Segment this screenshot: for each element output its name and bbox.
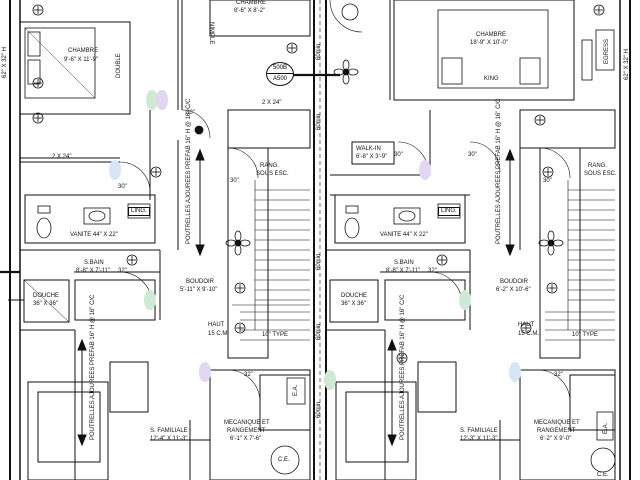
left-joist-label-2: POUTRELLES AJOUREES PREFAB 16" H @ 16" C… [90, 294, 96, 440]
left-bedroom-dimension: 9'-6" X 11'-9" [64, 57, 99, 63]
door-swings [119, 0, 571, 403]
left-unit-walls [19, 0, 311, 480]
left-shower-dimension: 36" X 36" [33, 301, 58, 307]
party-wall [313, 0, 327, 480]
left-bed-label: DOUBLE [116, 53, 122, 78]
left-angle-30-a: 30" [186, 110, 195, 116]
left-angle-30-c: 30" [230, 178, 239, 184]
plant-symbols [225, 59, 564, 256]
section-marker-top: 500B [267, 63, 293, 74]
right-ea-label: E.A. [603, 422, 609, 434]
right-family-dimension: 12'-3" X 11'-3" [460, 436, 498, 442]
right-bedroom-label: CHAMBRE [476, 32, 507, 38]
joist-arrows [77, 148, 515, 447]
right-family-label: S. FAMILIALE [460, 428, 498, 434]
left-family-dimension: 12'-4" X 11'-3" [150, 436, 188, 442]
fixtures [24, 3, 616, 475]
right-ce-label: C.E. [597, 472, 609, 478]
right-mech-label: MECANIQUE ET [534, 420, 580, 426]
right-bed-label: KING [484, 76, 499, 82]
party-wall-rating-5: 60min [316, 401, 322, 418]
left-vanity-label: VANITE 44" X 22" [70, 232, 118, 238]
right-unit-walls [326, 0, 616, 480]
left-bath-label: S.BAIN [84, 260, 104, 266]
left-wall-dimension-1: 2 X 24" [52, 154, 72, 160]
right-vanity-label: VANITE 44" X 22" [380, 232, 428, 238]
right-angle-32-a: 32" [428, 268, 437, 274]
party-wall-rating-1: 60min [316, 43, 322, 60]
left-boudoir-label: BOUDOIR [186, 279, 215, 285]
section-marker-bottom: A500 [272, 76, 287, 82]
left-wall-dimension-2: 2 X 24" [262, 100, 282, 106]
left-ea-label: E.A. [293, 384, 299, 396]
right-angle-30-c: 30" [543, 178, 552, 184]
right-angle-30-a: 30" [394, 152, 403, 158]
left-haut-dimension: 15 C.M. [208, 331, 230, 337]
right-side-dimension: 62" X 32" H [624, 49, 630, 80]
right-walkin-label: WALK-IN [356, 146, 381, 153]
left-top-room-label: CHAMBRE [236, 0, 267, 6]
watermark [109, 90, 521, 390]
left-mech-label-2: RANGEMENT [227, 428, 266, 434]
right-linen-label: LING. [438, 207, 460, 216]
left-angle-32-b: 32" [244, 372, 253, 378]
right-bath-label: S.BAIN [394, 260, 414, 266]
right-egress-label: EGRESS [604, 38, 610, 64]
left-mech-label: MECANIQUE ET [224, 420, 270, 426]
section-line [0, 73, 340, 301]
right-bedroom-dimension: 18'-9" X 10'-0" [470, 40, 508, 46]
right-boudoir-dimension: 6'-2" X 10'-6" [496, 287, 531, 293]
right-shower-label: DOUCHE [341, 293, 368, 299]
right-angle-32-b: 32" [554, 372, 563, 378]
left-angle-30-b: 30" [118, 184, 127, 190]
left-mech-dimension: 6'-1" X 7'-6" [230, 436, 262, 442]
left-haut-label: HAUT [208, 322, 225, 328]
ceiling-fixtures [32, 4, 605, 364]
right-bath-dimension: 8'-8" X 7'-11" [386, 268, 421, 274]
left-shower-label: DOUCHE [33, 293, 60, 299]
left-storage-label: RANG. [260, 163, 280, 169]
left-family-label: S. FAMILIALE [150, 428, 188, 434]
left-side-partial: NIMPLE [208, 22, 214, 45]
left-storage-sub: SOUS ESC. [256, 171, 289, 177]
left-side-dimension: 62" X 32" H [2, 47, 8, 78]
right-joist-label-2: POUTRELLES AJOUREES PREFAB 16" H @ 16" C… [400, 294, 406, 440]
left-angle-32-a: 32" [118, 268, 127, 274]
right-haut-dimension: 15 C.M. [518, 331, 540, 337]
right-storage-sub: SOUS ESC. [584, 171, 617, 177]
right-angle-30-b: 30" [468, 152, 477, 158]
left-top-room-dimension: 8'-6" X 8'-2" [234, 8, 266, 14]
right-walkin-dimension: 6'-8" X 3'-9" [356, 154, 388, 160]
right-mech-label-2: RANGEMENT [537, 428, 576, 434]
right-stair-type: 10" TYPE [572, 332, 599, 338]
party-wall-rating-3: 60min [316, 253, 322, 270]
right-joist-label: POUTRELLES AJOUREES PREFAB 16" H @ 16" C… [496, 98, 502, 244]
party-wall-rating-2: 60min [316, 113, 322, 130]
party-wall-rating-4: 60min [316, 323, 322, 340]
left-stair-type: 10" TYPE [262, 332, 289, 338]
left-bath-dimension: 8'-8" X 7'-11" [76, 268, 111, 274]
right-mech-dimension: 6'-2" X 9'-0" [540, 436, 572, 442]
left-ce-label: C.E. [278, 457, 290, 463]
left-boudoir-dimension: 5'-11" X 9'-10" [180, 287, 218, 293]
right-shower-dimension: 36" X 36" [341, 301, 366, 307]
right-storage-label: RANG. [588, 163, 608, 169]
section-marker: 500B A500 [266, 62, 294, 86]
right-haut-label: HAUT [518, 322, 535, 328]
left-joist-label: POUTRELLES AJOUREES PREFAB 16" H @ 16" C… [186, 98, 192, 244]
left-linen-label: LING. [128, 207, 150, 216]
right-boudoir-label: BOUDOIR [500, 279, 529, 285]
left-bedroom-label: CHAMBRE [68, 48, 99, 54]
